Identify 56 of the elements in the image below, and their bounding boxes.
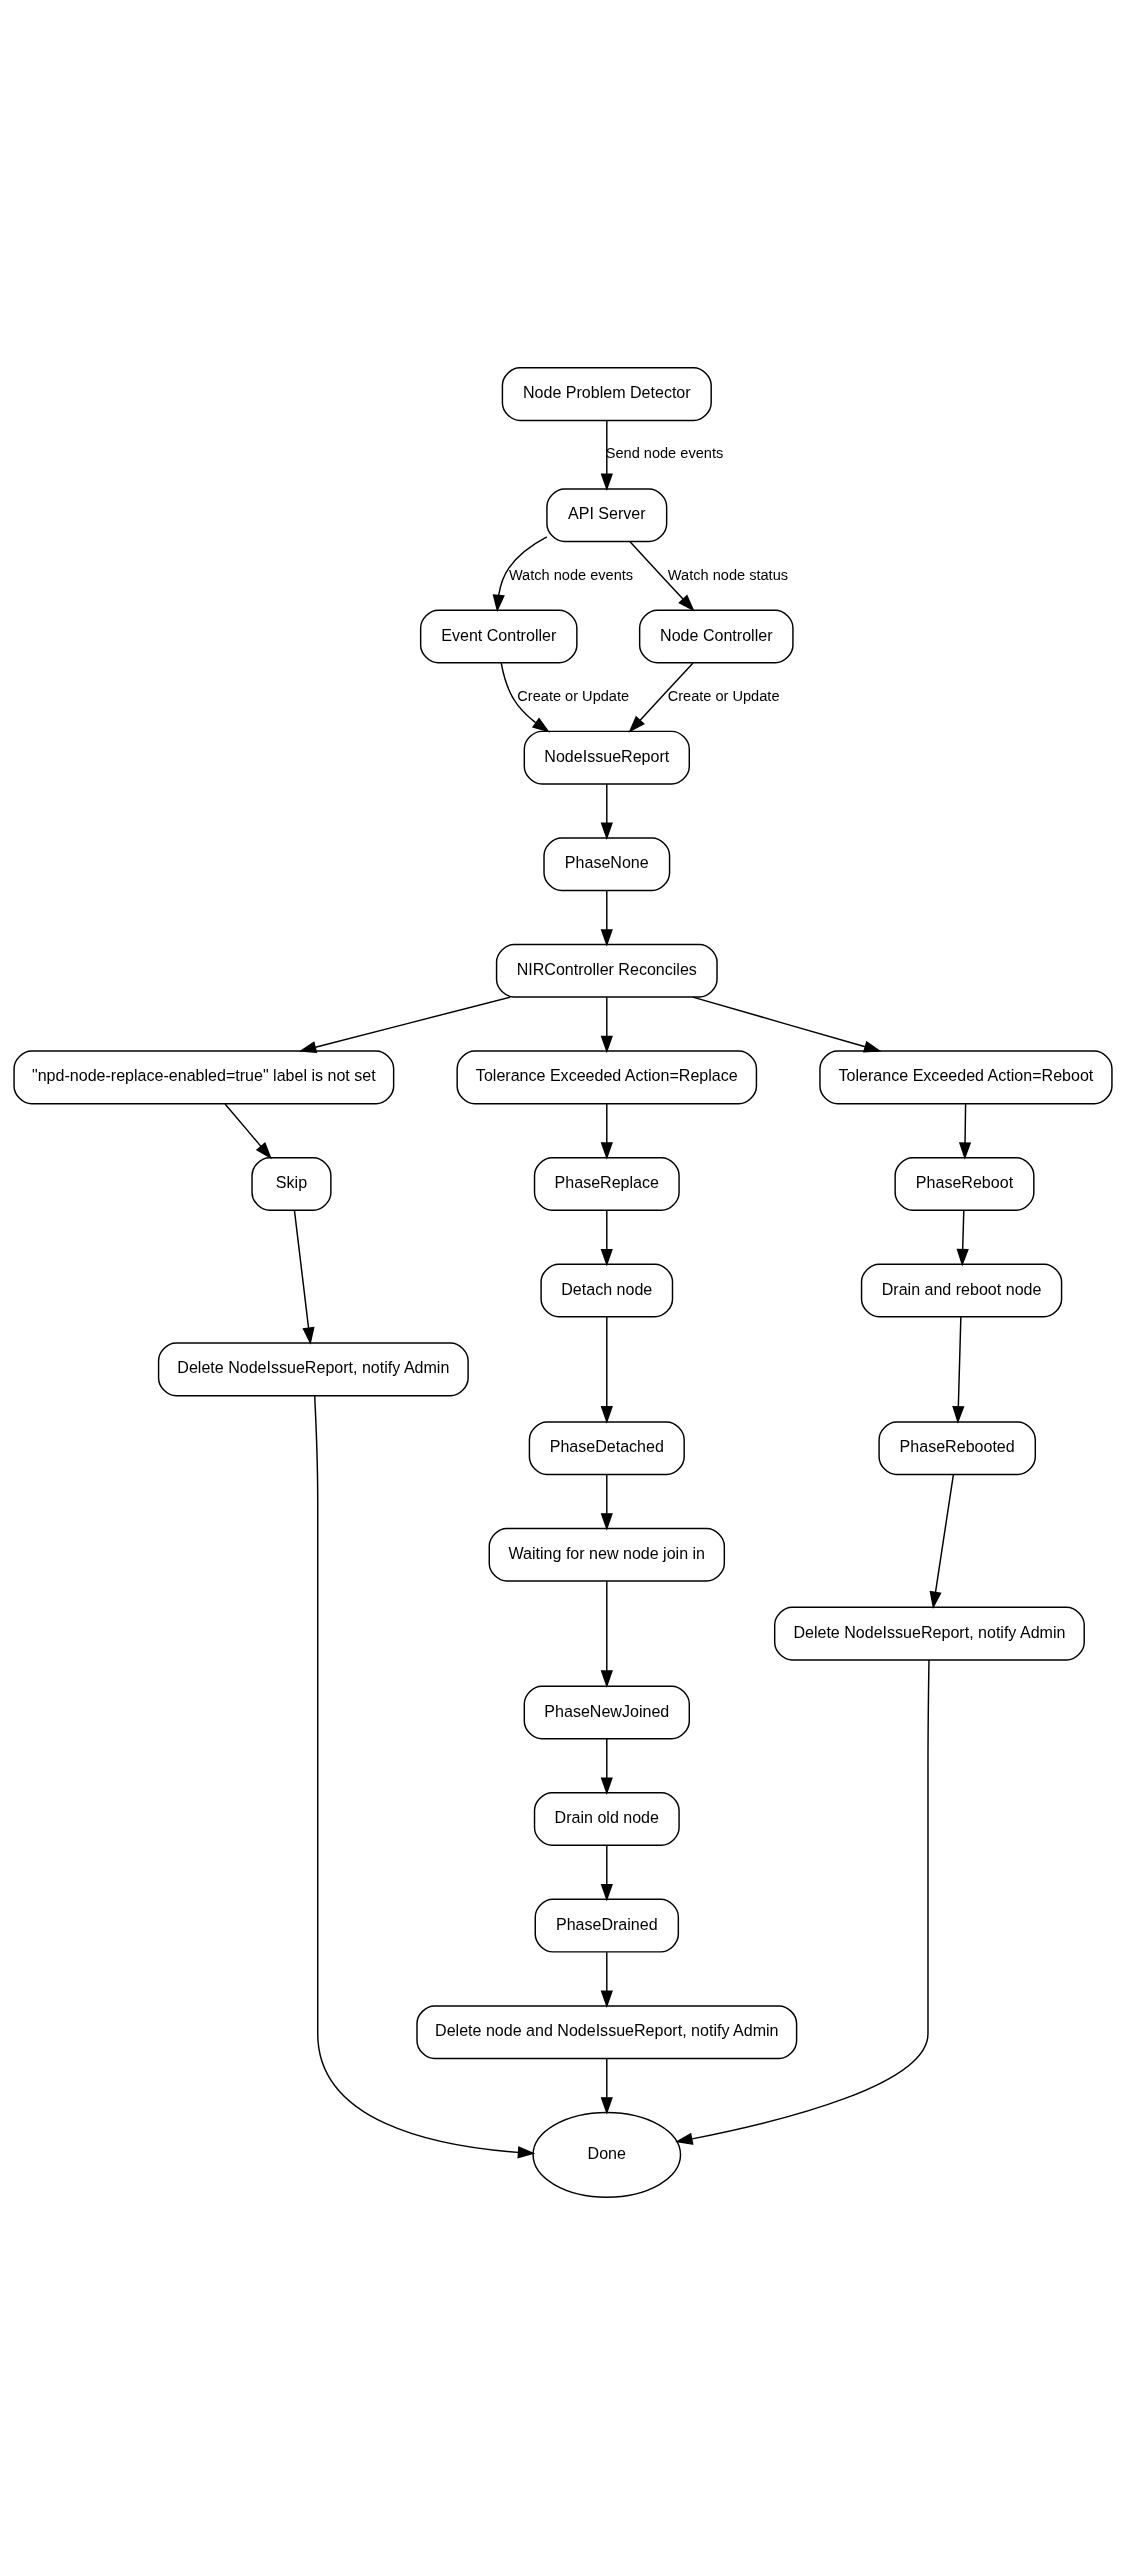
node-box: Detach node (540, 1263, 674, 1318)
arrow (600, 1474, 613, 1531)
arrow (600, 1316, 613, 1424)
arrow (958, 1103, 972, 1160)
node-box: Delete NodeIssueReport, notify Admin (773, 1606, 1085, 1661)
node-box: API Server (546, 488, 668, 543)
node-box: Delete node and NodeIssueReport, notify Admin (416, 2005, 798, 2060)
arrow (600, 1580, 613, 1688)
arrow (675, 1659, 930, 2145)
node-ellipse: Done (532, 2111, 682, 2198)
arrow (224, 1103, 272, 1160)
node-box: Tolerance Exceeded Action=Replace (456, 1050, 758, 1105)
node-box: "npd-node-replace-enabled=true" label is not set (13, 1050, 395, 1105)
arrow (692, 996, 882, 1053)
node-box: Node Problem Detector (501, 367, 712, 422)
edge-label: Watch node events (508, 566, 634, 583)
node-box: PhaseNone (543, 837, 671, 892)
arrow (929, 1473, 955, 1610)
arrow (492, 536, 548, 613)
arrow (313, 1395, 536, 2159)
node-box: NIRController Reconciles (495, 943, 718, 998)
node-box: Node Controller (638, 609, 794, 664)
node-box: PhaseReboot (894, 1156, 1035, 1211)
arrow (298, 996, 511, 1054)
arrow (500, 662, 550, 733)
arrow (956, 1209, 969, 1267)
node-box: Tolerance Exceeded Action=Reboot (819, 1050, 1113, 1105)
node-box: PhaseNewJoined (523, 1685, 690, 1740)
node-box: PhaseDrained (534, 1898, 680, 1953)
arrow (600, 783, 613, 841)
node-box: PhaseRebooted (878, 1421, 1036, 1476)
node-box: Event Controller (419, 609, 578, 664)
edge-label: Watch node status (667, 566, 789, 583)
arrow (628, 662, 694, 733)
node-box: Skip (251, 1156, 332, 1211)
node-box: PhaseDetached (528, 1421, 685, 1476)
node-box: Waiting for new node join in (488, 1527, 726, 1582)
arrow (600, 1844, 613, 1902)
arrow (600, 996, 613, 1054)
node-box: PhaseReplace (533, 1156, 680, 1211)
edge-label: Create or Update (517, 687, 630, 704)
arrow (600, 890, 613, 947)
arrow (952, 1316, 965, 1424)
arrow (629, 541, 695, 612)
node-box: NodeIssueReport (523, 730, 690, 785)
arrow (600, 419, 613, 491)
arrow (600, 1738, 613, 1795)
arrow (600, 1103, 613, 1160)
node-box: Delete NodeIssueReport, notify Admin (157, 1342, 469, 1397)
edge-label: Create or Update (667, 687, 780, 704)
arrow (600, 2058, 613, 2115)
arrow (293, 1209, 315, 1345)
arrow (600, 1951, 613, 2009)
arrow (600, 1209, 613, 1267)
node-box: Drain and reboot node (860, 1263, 1063, 1318)
node-box: Drain old node (533, 1792, 680, 1847)
